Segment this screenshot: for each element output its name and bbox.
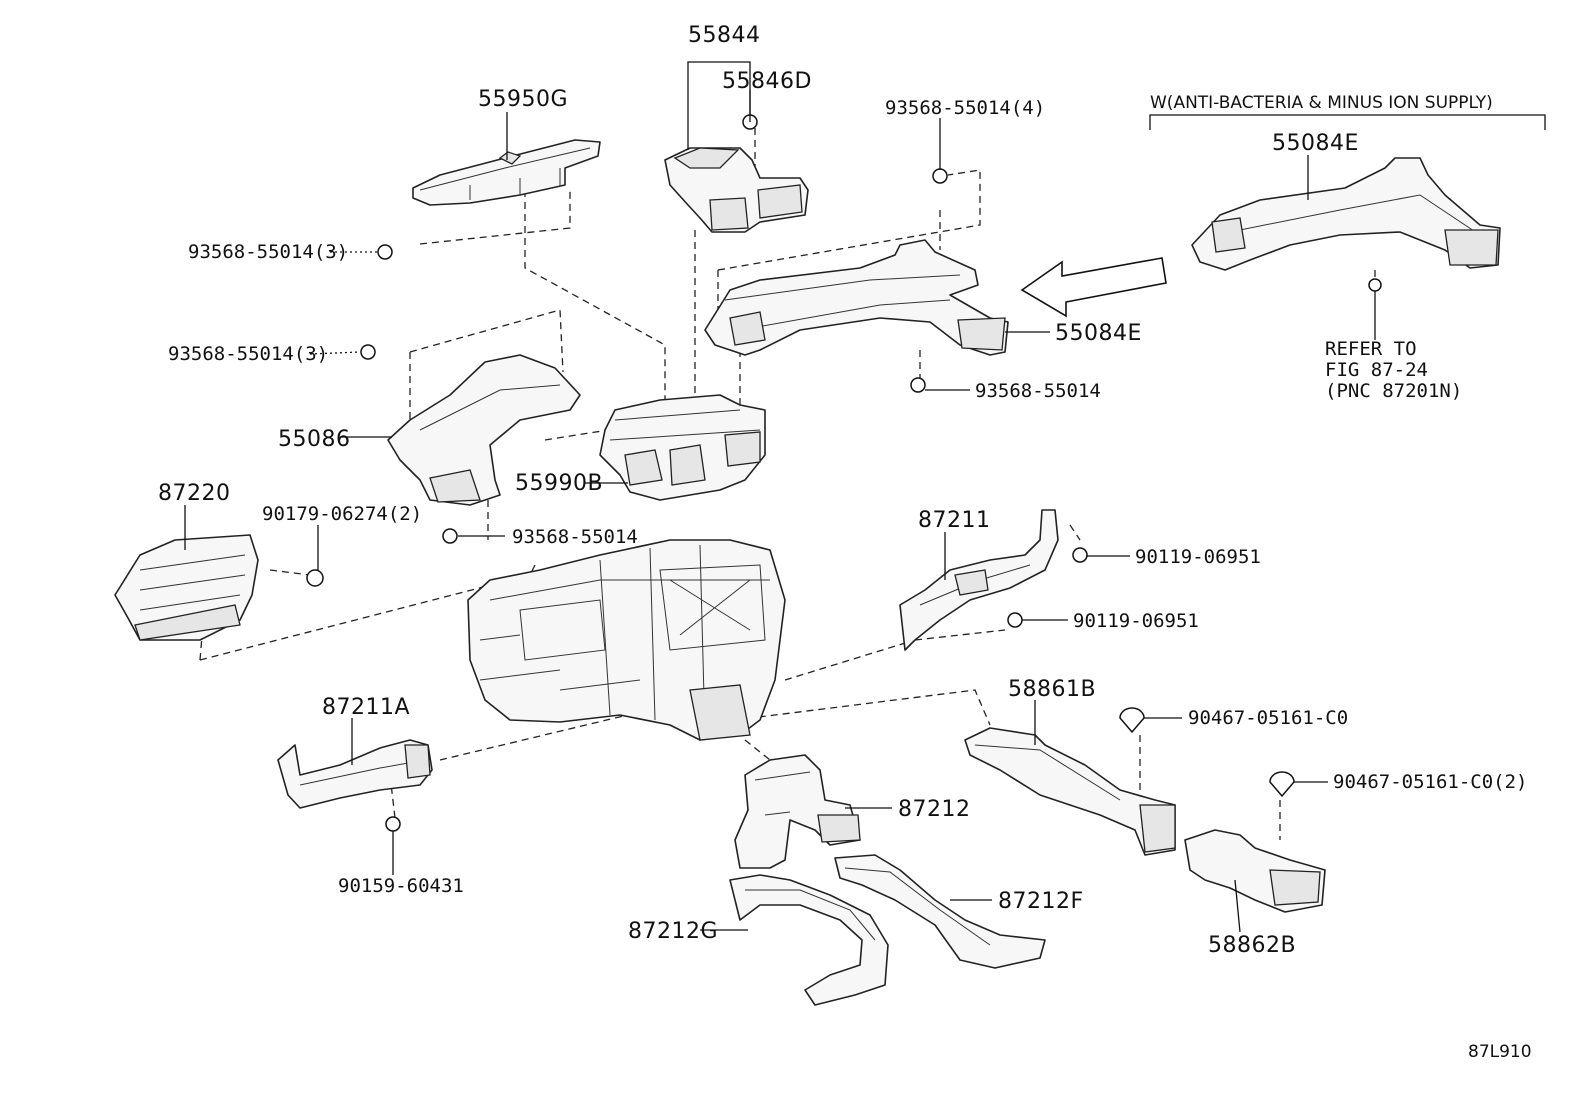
refer-line-1: REFER TO (1325, 338, 1417, 360)
option-box-title: W(ANTI-BACTERIA & MINUS ION SUPPLY) (1150, 93, 1493, 113)
part-87211 (899, 509, 1059, 651)
label-90119-b: 90119-06951 (1073, 610, 1199, 632)
option-box-bracket (1149, 114, 1546, 130)
label-87212g: 87212G (628, 919, 718, 944)
dashed-assembly-lines (199, 128, 1376, 840)
fasteners (306, 114, 1382, 832)
refer-line-2: FIG 87-24 (1325, 359, 1428, 381)
part-87212f (834, 854, 1046, 969)
label-90179: 90179-06274(2) (262, 503, 422, 525)
part-labels: 55844 55846D 55950G 93568-55014(4) 93568… (158, 23, 1527, 958)
figure-code: 87L910 (1468, 1042, 1532, 1062)
label-87211: 87211 (918, 508, 991, 533)
part-55084e-option (1191, 157, 1501, 271)
part-87211a (277, 739, 433, 809)
part-87212 (734, 754, 861, 869)
part-87220 (114, 534, 259, 641)
label-55086: 55086 (278, 427, 351, 452)
refer-line-3: (PNC 87201N) (1325, 380, 1462, 402)
label-90159: 90159-60431 (338, 875, 464, 897)
option-box: W(ANTI-BACTERIA & MINUS ION SUPPLY) 5508… (1150, 93, 1493, 402)
label-87212: 87212 (898, 797, 971, 822)
part-55950g (412, 139, 601, 206)
label-93568-3a: 93568-55014(3) (188, 241, 348, 263)
leader-lines (184, 61, 1376, 933)
label-90467-a: 90467-05161-C0 (1188, 707, 1348, 729)
part-55990b (599, 394, 766, 501)
label-93568-b: 93568-55014 (512, 526, 638, 548)
label-90467-b: 90467-05161-C0(2) (1333, 771, 1527, 793)
part-hvac-unit (467, 539, 786, 741)
part-58861b (964, 727, 1176, 856)
part-58862b (1184, 829, 1326, 913)
label-90119-a: 90119-06951 (1135, 546, 1261, 568)
label-93568-4: 93568-55014(4) (885, 97, 1045, 119)
label-55846d: 55846D (722, 69, 812, 94)
part-55086 (387, 354, 581, 506)
label-55990b: 55990B (515, 471, 603, 496)
label-58862b: 58862B (1208, 933, 1296, 958)
part-55084e-main (704, 239, 1009, 356)
label-87211a: 87211A (322, 695, 410, 720)
arrow-left-icon (1020, 257, 1167, 318)
label-55950g: 55950G (478, 87, 568, 112)
label-93568-3b: 93568-55014(3) (168, 343, 328, 365)
part-55844 (664, 147, 809, 233)
label-55084e-main: 55084E (1055, 321, 1142, 346)
label-87220: 87220 (158, 481, 231, 506)
label-93568-a: 93568-55014 (975, 380, 1101, 402)
label-87212f: 87212F (998, 889, 1084, 914)
label-55844: 55844 (688, 23, 761, 48)
label-55084e-option: 55084E (1272, 131, 1359, 156)
part-87212g (729, 874, 889, 1006)
label-58861b: 58861B (1008, 677, 1096, 702)
